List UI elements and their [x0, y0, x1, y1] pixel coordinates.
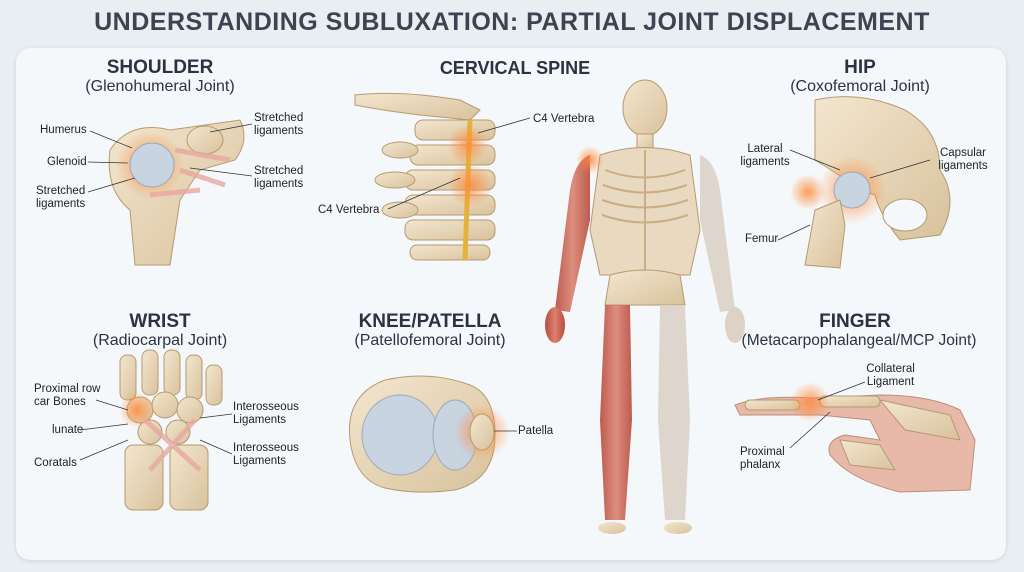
wrist-label-interosseous-1: Interosseous Ligaments — [233, 401, 299, 426]
wrist-label-proximal-row: Proximal row car Bones — [34, 383, 101, 408]
wrist-label-lunate: lunate — [52, 424, 84, 436]
knee-label-patella: Patella — [518, 425, 554, 437]
page-title: UNDERSTANDING SUBLUXATION: PARTIAL JOINT… — [94, 8, 930, 36]
cervical-leader-lines — [387, 117, 531, 210]
hip-label-lateral: Lateral ligaments — [740, 143, 790, 168]
wrist-leader-lines — [79, 399, 233, 461]
shoulder-heading: SHOULDER — [106, 57, 214, 78]
finger-leader-lines — [789, 381, 866, 449]
shoulder-label-stretched-top: Stretched ligaments — [254, 112, 304, 137]
shoulder-label-stretched-mid: Stretched ligaments — [254, 165, 304, 190]
hip-label-capsular: Capsular ligaments — [938, 147, 988, 172]
finger-label-collateral: Collateral Ligament — [866, 363, 915, 388]
knee-subtitle: (Patellofemoral Joint) — [354, 332, 506, 349]
wrist-illustration — [119, 349, 223, 511]
shoulder-label-glenoid: Glenoid — [47, 156, 87, 168]
wrist-heading: WRIST — [129, 311, 191, 332]
wrist-subtitle: (Radiocarpal Joint) — [92, 332, 228, 349]
finger-illustration — [734, 382, 976, 493]
knee-illustration — [348, 375, 510, 493]
cervical-label-c4-right: C4 Vertebra — [533, 113, 595, 125]
cervical-label-c4-left: C4 Vertebra — [318, 204, 380, 216]
shoulder-illustration — [108, 119, 245, 266]
wrist-label-interosseous-2: Interosseous Ligaments — [233, 442, 299, 467]
knee-heading: KNEE/PATELLA — [358, 311, 502, 332]
shoulder-label-humerus: Humerus — [40, 124, 87, 136]
finger-subtitle: (Metacarpophalangeal/MCP Joint) — [741, 332, 977, 349]
hip-leader-lines — [777, 149, 931, 241]
finger-label-proximal-phalanx: Proximal phalanx — [740, 446, 785, 471]
cervical-spine-illustration — [354, 92, 496, 261]
hip-illustration — [790, 96, 951, 269]
shoulder-leader-lines — [87, 123, 253, 193]
cervical-spine-heading: CERVICAL SPINE — [439, 58, 591, 78]
shoulder-label-stretched-left: Stretched ligaments — [36, 185, 86, 210]
wrist-label-coratals: Coratals — [34, 457, 77, 469]
hip-subtitle: (Coxofemoral Joint) — [790, 78, 930, 95]
finger-heading: FINGER — [819, 311, 891, 332]
hip-label-femur: Femur — [745, 233, 779, 245]
shoulder-subtitle: (Glenohumeral Joint) — [85, 78, 235, 95]
human-figure-illustration — [545, 79, 745, 534]
hip-heading: HIP — [844, 57, 876, 78]
